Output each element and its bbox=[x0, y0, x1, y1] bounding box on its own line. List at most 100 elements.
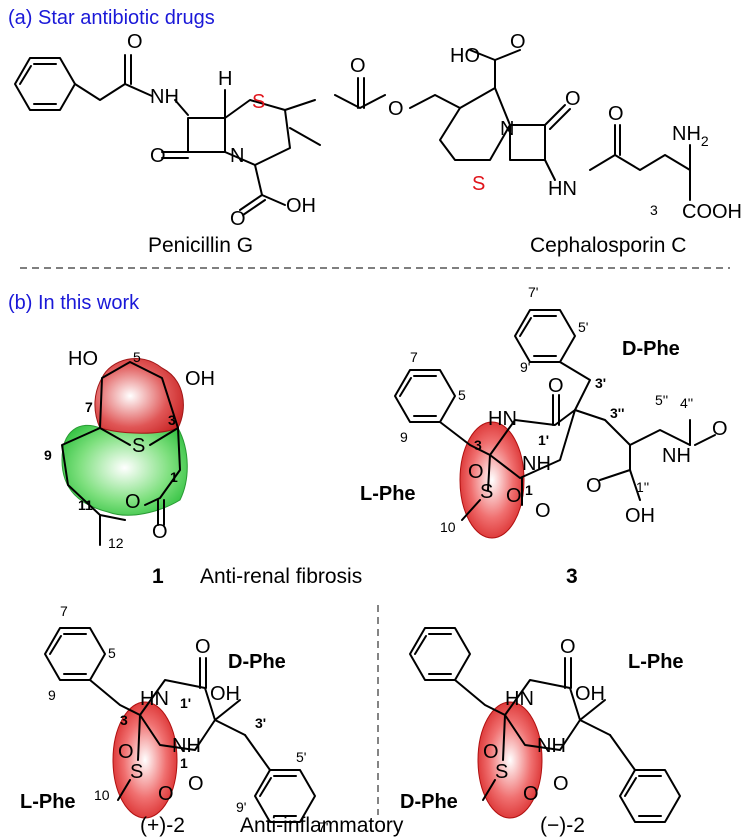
cmp2m-sulfur: S bbox=[495, 761, 508, 783]
cmp1-locant-5: 5 bbox=[133, 349, 141, 365]
cmp2p-dphe: D-Phe bbox=[228, 651, 286, 673]
pen-nh: NH bbox=[150, 86, 179, 108]
pen-n: N bbox=[230, 145, 244, 167]
cmp3-locant-7p: 7' bbox=[528, 284, 538, 300]
ceph-ester-o: O bbox=[350, 55, 366, 77]
cmp1-locant-9: 9 bbox=[44, 447, 52, 463]
cmp1-locant-1: 1 bbox=[170, 469, 178, 485]
compound-1-structure: HO OH S O O 5 7 3 9 11 1 12 1 Anti-renal… bbox=[44, 348, 362, 588]
cmp3-sulfonyl-highlight bbox=[459, 421, 525, 539]
cmp2m-oh: OH bbox=[575, 683, 605, 705]
cmp2p-locant-5p: 5' bbox=[296, 749, 306, 765]
cmp2p-locant-10: 10 bbox=[94, 787, 110, 803]
cmp2p-locant-3p: 3' bbox=[255, 715, 266, 731]
cmp2m-so2-o2: O bbox=[523, 783, 539, 805]
cmp1-ring-o: O bbox=[125, 491, 141, 513]
section-b-title: (b) In this work bbox=[8, 292, 140, 314]
pen-sulfur: S bbox=[252, 91, 265, 113]
cmp1-carbonyl-o: O bbox=[152, 521, 168, 543]
cmp2p-oh: OH bbox=[210, 683, 240, 705]
cmp1-description: Anti-renal fibrosis bbox=[200, 565, 362, 588]
cmp2p-locant-7p: 7' bbox=[318, 819, 328, 835]
cephalosporin-name: Cephalosporin C bbox=[530, 234, 686, 257]
cmp2m-dphe: D-Phe bbox=[400, 791, 458, 813]
cmp2p-sulfur: S bbox=[130, 761, 143, 783]
cmp3-acid-o: O bbox=[586, 475, 602, 497]
cmp3-so2-o2: O bbox=[506, 485, 522, 507]
cmp1-sulfur: S bbox=[132, 435, 145, 457]
cmp3-acid-oh: OH bbox=[625, 505, 655, 527]
cmp3-locant-1pp: 1'' bbox=[636, 479, 649, 495]
cmp3-ring-o: O bbox=[535, 500, 551, 522]
cmp2p-locant-1p: 1' bbox=[180, 695, 191, 711]
pen-lactam-o: O bbox=[150, 145, 166, 167]
cmp3-locant-3: 3 bbox=[474, 437, 482, 453]
compound-2-minus-structure: OH O HN NH O S O O L-Phe D-Phe (−)-2 bbox=[400, 627, 684, 837]
cmp3-locant-9: 9 bbox=[400, 429, 408, 445]
ceph-cooh: COOH bbox=[682, 201, 742, 223]
cmp2p-locant-9: 9 bbox=[48, 687, 56, 703]
cmp1-locant-3: 3 bbox=[168, 412, 176, 428]
pen-acid-o: O bbox=[230, 208, 246, 230]
penicillin-name: Penicillin G bbox=[148, 234, 253, 257]
ceph-nh2: NH2 bbox=[672, 123, 709, 149]
cmp3-locant-3pp: 3'' bbox=[610, 405, 624, 421]
cmp3-locant-9p: 9' bbox=[520, 359, 530, 375]
cmp3-amide-nh: NH bbox=[662, 445, 691, 467]
cmp3-locant-1p: 1' bbox=[538, 432, 549, 448]
cmp2p-description: Anti-inflammatory bbox=[240, 814, 404, 837]
cmp2p-o-top: O bbox=[195, 636, 211, 658]
pen-acid-oh: OH bbox=[286, 195, 316, 217]
cmp3-locant-5pp: 5'' bbox=[655, 392, 668, 408]
penicillin-structure: O NH H S N O O OH Penicillin G bbox=[14, 31, 321, 257]
cmp3-nh: NH bbox=[522, 453, 551, 475]
pen-h: H bbox=[218, 68, 232, 90]
section-a-title: (a) Star antibiotic drugs bbox=[8, 7, 215, 29]
cmp2p-locant-3: 3 bbox=[120, 712, 128, 728]
cmp2p-locant-5: 5 bbox=[108, 645, 116, 661]
compound-3-structure: D-Phe L-Phe HN NH NH O O O OH O S O O 7'… bbox=[360, 284, 728, 588]
cmp2m-ring-o: O bbox=[553, 773, 569, 795]
pen-carbonyl-o: O bbox=[127, 31, 143, 53]
cephalosporin-structure: HO O O O N O S HN O 3 NH2 COOH Cephalosp… bbox=[334, 31, 742, 257]
cmp3-locant-5: 5 bbox=[458, 387, 466, 403]
cmp2m-nh: NH bbox=[537, 735, 566, 757]
cmp1-locant-12: 12 bbox=[108, 535, 124, 551]
cmp3-locant-10: 10 bbox=[440, 519, 456, 535]
cmp2p-locant-9p: 9' bbox=[236, 799, 246, 815]
cmp3-sulfur: S bbox=[480, 481, 493, 503]
cmp3-so2-o1: O bbox=[468, 461, 484, 483]
ceph-sulfur: S bbox=[472, 173, 485, 195]
cmp1-oh: OH bbox=[185, 368, 215, 390]
cmp3-locant-7: 7 bbox=[410, 349, 418, 365]
ceph-lactam-o: O bbox=[565, 88, 581, 110]
ceph-n3: 3 bbox=[650, 202, 658, 218]
cmp2m-hn: HN bbox=[505, 688, 534, 710]
cmp3-amide-o: O bbox=[712, 418, 728, 440]
ceph-o-top: O bbox=[510, 31, 526, 53]
cmp1-locant-7: 7 bbox=[85, 399, 93, 415]
ceph-amide-o: O bbox=[608, 103, 624, 125]
cmp2m-sulfonyl-highlight bbox=[477, 701, 543, 819]
ceph-ho: HO bbox=[450, 45, 480, 67]
cmp2m-o-top: O bbox=[560, 636, 576, 658]
cmp2p-hn: HN bbox=[140, 688, 169, 710]
cmp2m-lphe: L-Phe bbox=[628, 651, 684, 673]
cmp2m-so2-o1: O bbox=[483, 741, 499, 763]
cmp3-dphe: D-Phe bbox=[622, 338, 680, 360]
cmp2p-number: (+)-2 bbox=[140, 814, 185, 837]
cmp2p-lphe: L-Phe bbox=[20, 791, 76, 813]
cmp2p-nh: NH bbox=[172, 735, 201, 757]
cmp1-locant-11: 11 bbox=[78, 497, 93, 513]
cmp3-locant-4pp: 4'' bbox=[680, 395, 693, 411]
cmp2p-locant-1: 1 bbox=[180, 755, 188, 771]
cmp2m-number: (−)-2 bbox=[540, 814, 585, 837]
cmp3-hn: HN bbox=[488, 408, 517, 430]
cmp3-locant-5p: 5' bbox=[578, 319, 588, 335]
cmp3-o-top: O bbox=[548, 375, 564, 397]
compound-2-plus-structure: OH O HN NH O S O O D-Phe L-Phe 7 5 9 3 1… bbox=[20, 603, 404, 837]
cmp2p-so2-o1: O bbox=[118, 741, 134, 763]
cmp2p-sulfonyl-highlight bbox=[112, 701, 178, 819]
ceph-hn: HN bbox=[548, 178, 577, 200]
